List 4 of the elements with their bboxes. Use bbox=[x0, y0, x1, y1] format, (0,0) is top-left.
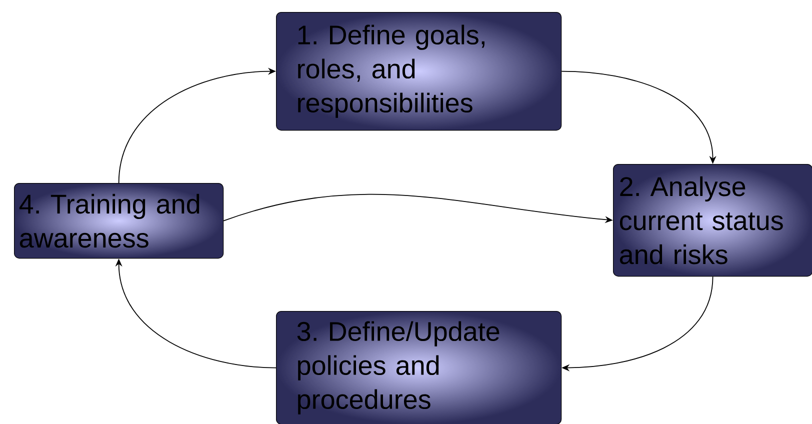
process-box: 4. Training and awareness bbox=[14, 183, 224, 259]
process-box: 2. Analyse current status and risks bbox=[613, 164, 812, 277]
process-box: 3. Define/Update policies and procedures bbox=[276, 311, 562, 424]
process-box: 1. Define goals, roles, and responsibilities bbox=[276, 12, 562, 131]
